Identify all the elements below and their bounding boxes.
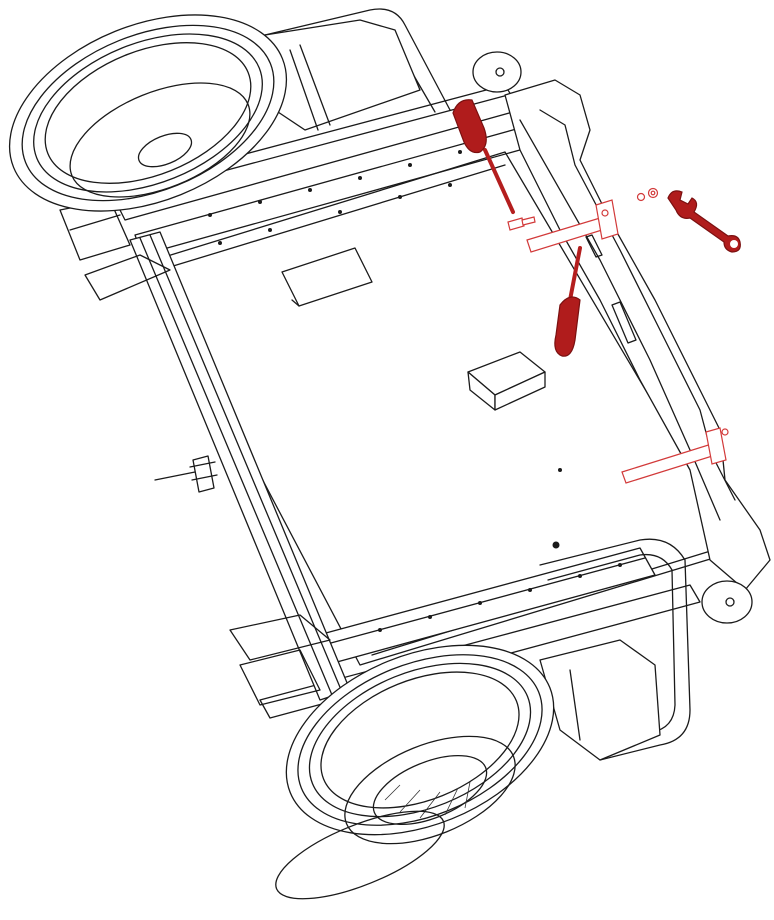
screwdriver-icon (554, 246, 582, 357)
label-plate (281, 247, 373, 307)
washer-icon (636, 192, 646, 202)
wrench-icon (667, 190, 741, 253)
nut-icon (647, 187, 659, 199)
caster-bottom-right (701, 580, 753, 624)
rail-holes (208, 150, 622, 632)
wheel-bottom (275, 644, 555, 900)
wheel-top-left (8, 14, 288, 212)
bracket-upper (526, 199, 619, 253)
bracket-lower (621, 427, 729, 484)
screw-icon (507, 216, 536, 231)
caster-top-right (472, 51, 522, 93)
screwdriver-icon (452, 99, 515, 214)
cart-chassis (59, 8, 771, 761)
control-box (467, 351, 546, 411)
side-latch (189, 455, 218, 493)
